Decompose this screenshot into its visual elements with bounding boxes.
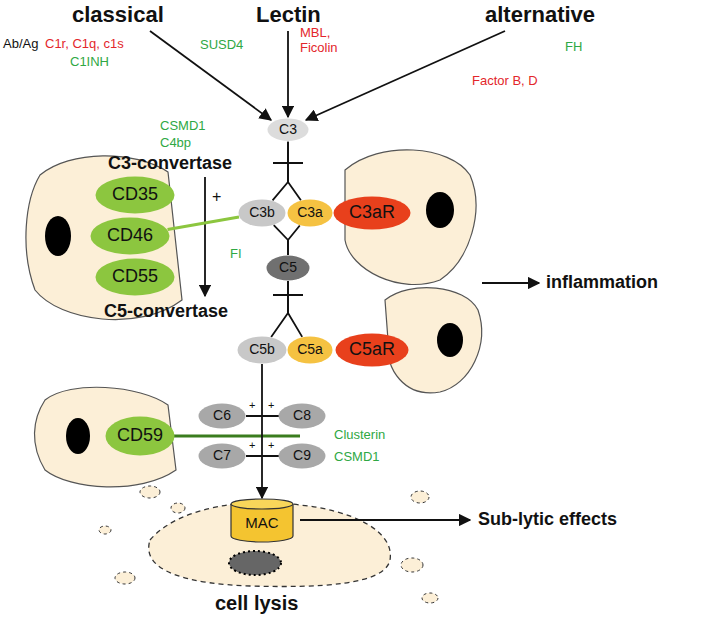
outcome-arrow: [482, 282, 539, 284]
cell: [26, 156, 182, 320]
outcome-label: inflammation: [546, 272, 658, 293]
lysed-cell: [149, 503, 391, 587]
node-label: C6: [213, 408, 231, 423]
inhibitor-label: C1INH: [70, 55, 109, 70]
cell: [34, 387, 176, 487]
connector: [288, 281, 302, 337]
node-label: C9: [293, 448, 311, 463]
pathway-title: Lectin: [256, 2, 321, 27]
plus-sign: +: [249, 439, 255, 452]
connector: [288, 142, 301, 200]
protein-ellipse: C6: [198, 403, 246, 429]
node-label: C5: [279, 260, 297, 275]
activator-label: MBL, Ficolin: [300, 26, 352, 56]
protein-ellipse: C7: [198, 443, 246, 469]
node-label: C5b: [249, 342, 275, 357]
outcome-label: Sub-lytic effects: [478, 509, 617, 530]
activator-label: C1r, C1q, c1s: [45, 37, 124, 52]
nucleus: [437, 323, 463, 357]
nucleus: [426, 192, 454, 228]
connector: [271, 281, 288, 337]
plus-sign: +: [212, 188, 221, 206]
protein-ellipse: C8: [278, 403, 326, 429]
plus-sign: +: [249, 399, 255, 412]
node-label: C3aR: [349, 203, 395, 223]
pathway-title: classical: [72, 2, 164, 27]
receptor-ellipse: CD55: [95, 258, 175, 296]
inhibitor-label: Clusterin: [334, 428, 385, 443]
inhibitor-label: CSMD1: [160, 119, 206, 134]
protein-ellipse: C5b: [237, 336, 287, 364]
pathway-arrow: [150, 31, 271, 120]
connector: [168, 217, 239, 229]
node-label: CD46: [107, 226, 153, 246]
node-label: MAC: [245, 515, 278, 532]
node-label: CD35: [112, 185, 158, 205]
activator-label: Factor B, D: [472, 74, 538, 89]
protein-ellipse: C3a: [287, 199, 333, 227]
inhibitor-label: FI: [230, 247, 242, 262]
lysed-nucleus: [229, 551, 281, 575]
node-label: C5aR: [349, 340, 395, 360]
node-label: CD59: [117, 426, 163, 446]
receptor-ellipse: CD46: [90, 217, 170, 255]
inhibitor-label: CSMD1: [334, 450, 380, 465]
protein-ellipse: C3: [267, 118, 309, 141]
cell-fragments: [99, 486, 438, 603]
enzyme-label: C3-convertase: [108, 153, 232, 174]
inhibitor-label: C4bp: [160, 136, 191, 151]
node-label: C3a: [297, 205, 323, 220]
protein-ellipse: C5: [266, 255, 310, 281]
nucleus: [66, 418, 90, 454]
nucleus: [45, 216, 71, 256]
receptor-ellipse: C5aR: [335, 333, 409, 367]
connector: [273, 142, 288, 201]
connector: [274, 225, 288, 255]
connector: [288, 226, 300, 255]
trigger-label: Ab/Ag: [3, 37, 38, 52]
protein-ellipse: C3b: [238, 199, 286, 227]
mac-cylinder: MAC: [230, 498, 294, 542]
inhibitor-label: FH: [565, 40, 582, 55]
receptor-ellipse: CD59: [105, 416, 175, 456]
pathway-title: alternative: [485, 2, 595, 27]
protein-ellipse: C5a: [287, 336, 333, 364]
outcome-label: cell lysis: [215, 592, 298, 615]
inhibition-line: [172, 435, 300, 438]
node-label: C5a: [297, 342, 323, 357]
node-label: C8: [293, 408, 311, 423]
protein-ellipse: C9: [278, 443, 326, 469]
receptor-ellipse: C3aR: [333, 196, 411, 230]
node-label: C3: [279, 122, 297, 137]
convertase-arrow: [204, 177, 206, 296]
receptor-ellipse: CD35: [95, 176, 175, 214]
connector: [261, 364, 263, 498]
inhibitor-label: SUSD4: [200, 38, 243, 53]
outcome-arrow: [300, 519, 470, 521]
plus-sign: +: [268, 439, 274, 452]
node-label: C7: [213, 448, 231, 463]
node-label: CD55: [112, 267, 158, 287]
plus-sign: +: [268, 399, 274, 412]
cell: [345, 150, 476, 285]
node-label: C3b: [249, 205, 275, 220]
pathway-arrow: [287, 31, 289, 117]
enzyme-label: C5-convertase: [104, 301, 228, 322]
